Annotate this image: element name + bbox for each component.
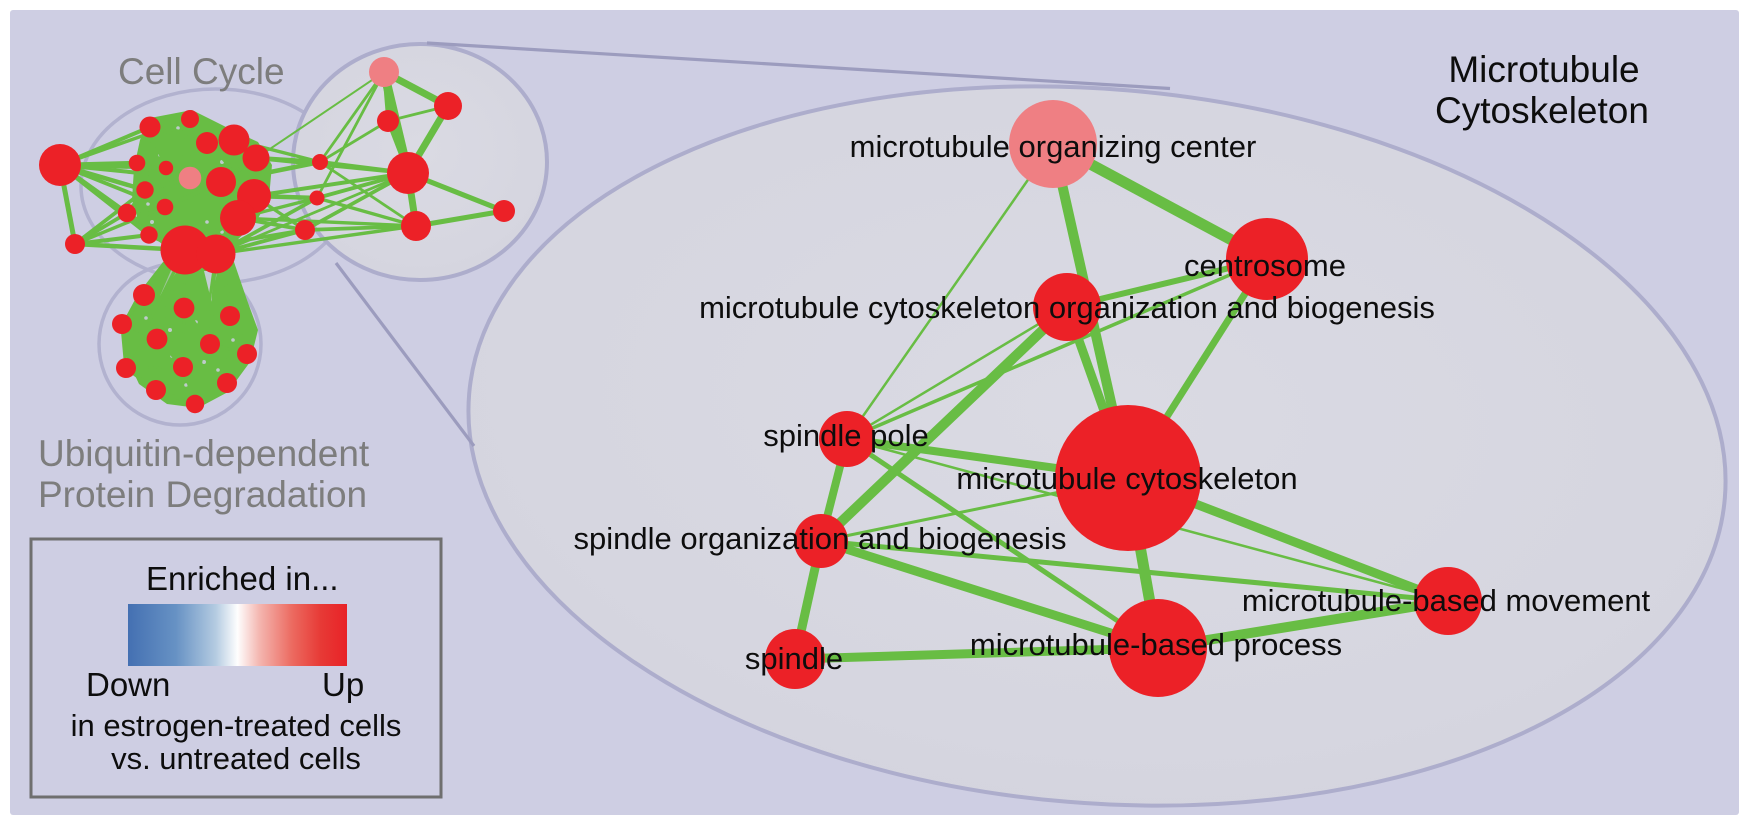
svg-text:microtubule-based movement: microtubule-based movement (1242, 583, 1651, 618)
svg-text:Enriched in...: Enriched in... (146, 560, 339, 597)
svg-text:microtubule-based process: microtubule-based process (970, 627, 1342, 662)
svg-text:centrosome: centrosome (1184, 248, 1346, 283)
svg-text:microtubule cytoskeleton: microtubule cytoskeleton (956, 461, 1297, 496)
svg-text:Protein Degradation: Protein Degradation (38, 474, 367, 515)
svg-text:spindle pole: spindle pole (763, 418, 928, 453)
svg-text:spindle: spindle (745, 641, 843, 676)
svg-text:microtubule organizing center: microtubule organizing center (850, 129, 1257, 164)
svg-text:in estrogen-treated cells: in estrogen-treated cells (71, 708, 402, 743)
svg-text:Microtubule: Microtubule (1448, 49, 1639, 90)
svg-text:spindle organization and bioge: spindle organization and biogenesis (574, 521, 1067, 556)
svg-text:Cell Cycle: Cell Cycle (118, 51, 285, 92)
svg-text:vs. untreated cells: vs. untreated cells (111, 741, 361, 776)
svg-text:Cytoskeleton: Cytoskeleton (1435, 90, 1649, 131)
svg-text:Ubiquitin-dependent: Ubiquitin-dependent (38, 433, 370, 474)
svg-text:microtubule cytoskeleton organ: microtubule cytoskeleton organization an… (699, 290, 1435, 325)
svg-text:Down: Down (86, 666, 170, 703)
svg-text:Up: Up (322, 666, 364, 703)
